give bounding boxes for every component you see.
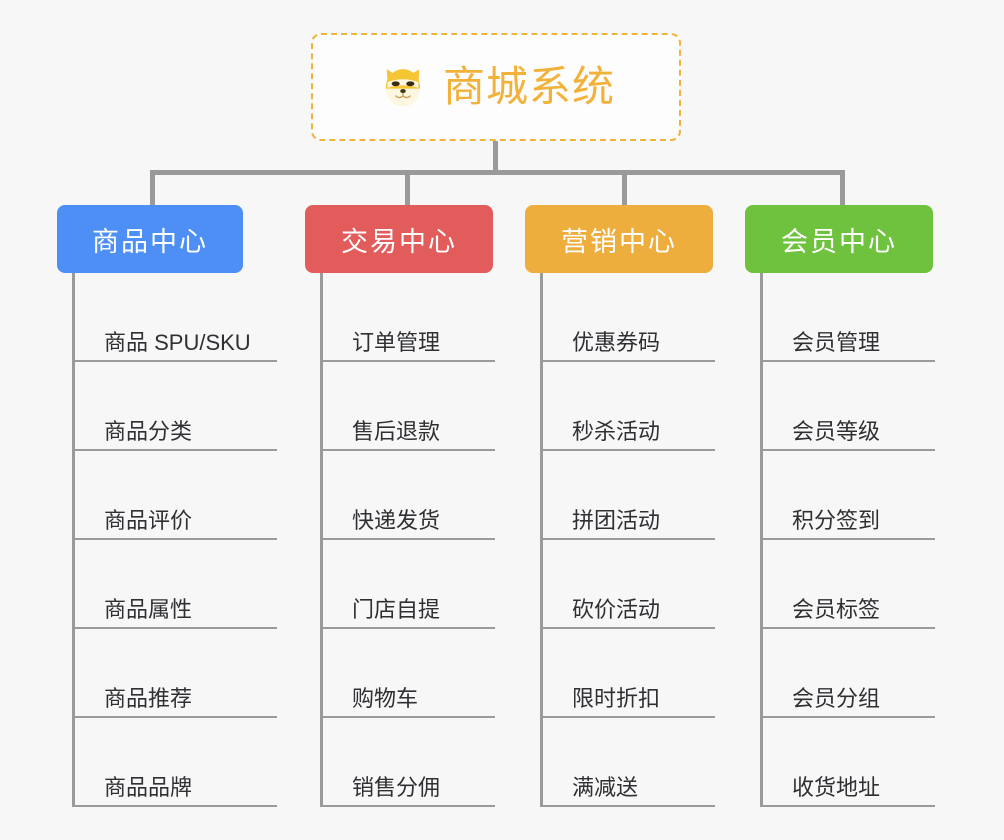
category-label: 会员中心 [781,226,897,257]
branch-spine [760,273,763,807]
leaf-underline [760,716,935,718]
leaf-item[interactable]: 商品评价 [72,451,277,540]
leaf-item-label: 会员管理 [792,329,881,355]
leaf-item-label: 商品 SPU/SKU [104,329,251,355]
leaf-underline [540,627,715,629]
branch-spine [540,273,543,807]
leaf-item-label: 商品属性 [104,596,193,622]
leaf-item-label: 商品分类 [104,418,193,444]
leaf-underline [320,627,495,629]
root-node[interactable]: 商城系统 [311,33,681,141]
leaf-underline [320,716,495,718]
leaf-underline [760,805,935,807]
leaf-item[interactable]: 收货地址 [760,718,935,807]
leaf-item[interactable]: 积分签到 [760,451,935,540]
leaf-underline [320,449,495,451]
leaf-underline [760,538,935,540]
leaf-item-label: 积分签到 [792,507,881,533]
leaf-underline [320,538,495,540]
leaf-item-label: 商品推荐 [104,685,193,711]
leaf-item[interactable]: 会员管理 [760,273,935,362]
root-title: 商城系统 [442,63,615,110]
leaf-item[interactable]: 限时折扣 [540,629,715,718]
leaf-item[interactable]: 商品品牌 [72,718,277,807]
category-box-3[interactable]: 营销中心 [525,205,713,273]
leaf-underline [72,538,277,540]
leaf-item-label: 会员分组 [792,685,881,711]
leaf-item-label: 售后退款 [352,418,441,444]
leaf-item[interactable]: 商品分类 [72,362,277,451]
connector-branch-stem-3 [622,170,627,205]
leaf-underline [72,360,277,362]
leaf-underline [540,716,715,718]
connector-branch-stem-1 [150,170,155,205]
connector-branch-stem-2 [405,170,410,205]
category-box-4[interactable]: 会员中心 [745,205,933,273]
leaf-item[interactable]: 商品 SPU/SKU [72,273,277,362]
leaf-item-label: 会员等级 [792,418,881,444]
category-label: 营销中心 [561,226,677,257]
category-label: 交易中心 [341,226,457,257]
leaf-item-label: 拼团活动 [572,507,661,533]
branch-column-3: 优惠券码秒杀活动拼团活动砍价活动限时折扣满减送 [540,273,715,807]
branch-column-2: 订单管理售后退款快递发货门店自提购物车销售分佣 [320,273,495,807]
leaf-item[interactable]: 会员标签 [760,540,935,629]
leaf-item[interactable]: 销售分佣 [320,718,495,807]
leaf-item[interactable]: 满减送 [540,718,715,807]
leaf-item-label: 收货地址 [792,774,881,800]
leaf-underline [72,449,277,451]
branch-spine [320,273,323,807]
leaf-underline [540,449,715,451]
shiba-dog-icon [377,61,429,113]
category-box-1[interactable]: 商品中心 [57,205,243,273]
leaf-underline [320,360,495,362]
leaf-item-label: 砍价活动 [572,596,661,622]
leaf-item-label: 订单管理 [352,329,441,355]
leaf-item[interactable]: 购物车 [320,629,495,718]
leaf-underline [72,716,277,718]
branch-spine [72,273,75,807]
category-box-2[interactable]: 交易中心 [305,205,493,273]
connector-root-stem [493,141,498,171]
leaf-item-label: 快递发货 [352,507,441,533]
leaf-item[interactable]: 售后退款 [320,362,495,451]
leaf-item[interactable]: 优惠券码 [540,273,715,362]
leaf-item-label: 销售分佣 [352,774,441,800]
leaf-underline [72,627,277,629]
branch-column-4: 会员管理会员等级积分签到会员标签会员分组收货地址 [760,273,935,807]
leaf-item-label: 优惠券码 [572,329,661,355]
leaf-item[interactable]: 砍价活动 [540,540,715,629]
category-label: 商品中心 [92,226,208,257]
leaf-item[interactable]: 拼团活动 [540,451,715,540]
leaf-underline [760,449,935,451]
leaf-item-label: 满减送 [572,774,639,800]
leaf-underline [760,360,935,362]
leaf-underline [540,805,715,807]
leaf-item[interactable]: 门店自提 [320,540,495,629]
leaf-item[interactable]: 订单管理 [320,273,495,362]
leaf-underline [540,360,715,362]
leaf-item-label: 商品品牌 [104,774,193,800]
leaf-item[interactable]: 商品属性 [72,540,277,629]
leaf-item-label: 秒杀活动 [572,418,661,444]
leaf-item-label: 限时折扣 [572,685,661,711]
leaf-underline [320,805,495,807]
leaf-item[interactable]: 会员等级 [760,362,935,451]
leaf-item[interactable]: 会员分组 [760,629,935,718]
leaf-underline [760,627,935,629]
leaf-item[interactable]: 快递发货 [320,451,495,540]
leaf-item-label: 购物车 [352,685,419,711]
leaf-item-label: 会员标签 [792,596,881,622]
leaf-item-label: 商品评价 [104,507,193,533]
branch-column-1: 商品 SPU/SKU 商品分类商品评价商品属性商品推荐商品品牌 [72,273,277,807]
leaf-underline [72,805,277,807]
leaf-item[interactable]: 秒杀活动 [540,362,715,451]
leaf-item-label: 门店自提 [352,596,441,622]
connector-branch-stem-4 [840,170,845,205]
leaf-underline [540,538,715,540]
leaf-item[interactable]: 商品推荐 [72,629,277,718]
connector-horizontal-bar [150,170,840,175]
